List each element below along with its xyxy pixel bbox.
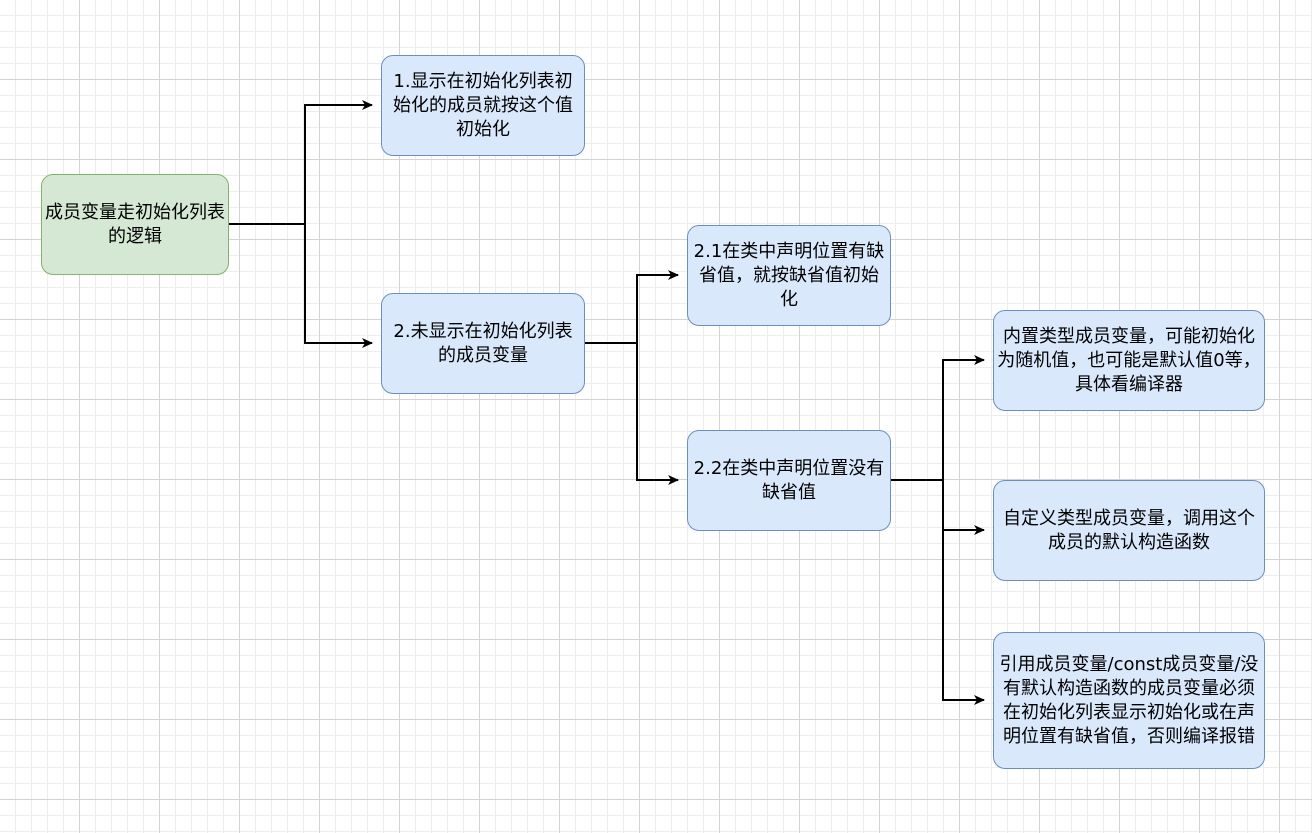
reference-const-node[interactable]: 引用成员变量/const成员变量/没有默认构造函数的成员变量必须在初始化列表显示…	[993, 632, 1265, 769]
shown-in-init-list-node[interactable]: 1.显示在初始化列表初始化的成员就按这个值初始化	[381, 55, 585, 156]
no-default-value-node[interactable]: 2.2在类中声明位置没有缺省值	[687, 430, 891, 531]
arrow-no-default-to-builtin	[891, 355, 985, 481]
custom-type-node[interactable]: 自定义类型成员变量，调用这个成员的默认构造函数	[993, 480, 1265, 581]
not-shown-in-init-list-node[interactable]: 2.未显示在初始化列表的成员变量	[381, 293, 585, 394]
has-default-value-label: 2.1在类中声明位置有缺省值，就按缺省值初始化	[693, 240, 885, 310]
not-shown-in-init-list-label: 2.未显示在初始化列表的成员变量	[393, 320, 573, 366]
arrow-not-shown-to-has-default	[585, 270, 679, 344]
arrow-root-to-shown	[229, 100, 373, 225]
arrow-root-to-not-shown	[229, 223, 373, 348]
root-node-label: 成员变量走初始化列表的逻辑	[45, 201, 225, 247]
no-default-value-label: 2.2在类中声明位置没有缺省值	[693, 457, 885, 503]
shown-in-init-list-label: 1.显示在初始化列表初始化的成员就按这个值初始化	[393, 70, 573, 140]
arrow-not-shown-to-no-default	[585, 342, 679, 485]
custom-type-label: 自定义类型成员变量，调用这个成员的默认构造函数	[1003, 507, 1255, 553]
builtin-type-label: 内置类型成员变量，可能初始化为随机值，也可能是默认值0等，具体看编译器	[997, 325, 1261, 395]
arrow-no-default-to-custom	[891, 479, 985, 535]
has-default-value-node[interactable]: 2.1在类中声明位置有缺省值，就按缺省值初始化	[687, 225, 891, 326]
builtin-type-node[interactable]: 内置类型成员变量，可能初始化为随机值，也可能是默认值0等，具体看编译器	[993, 310, 1265, 411]
reference-const-label: 引用成员变量/const成员变量/没有默认构造函数的成员变量必须在初始化列表显示…	[999, 653, 1259, 747]
arrow-no-default-to-reference-const	[891, 479, 985, 705]
root-node[interactable]: 成员变量走初始化列表的逻辑	[41, 174, 229, 275]
